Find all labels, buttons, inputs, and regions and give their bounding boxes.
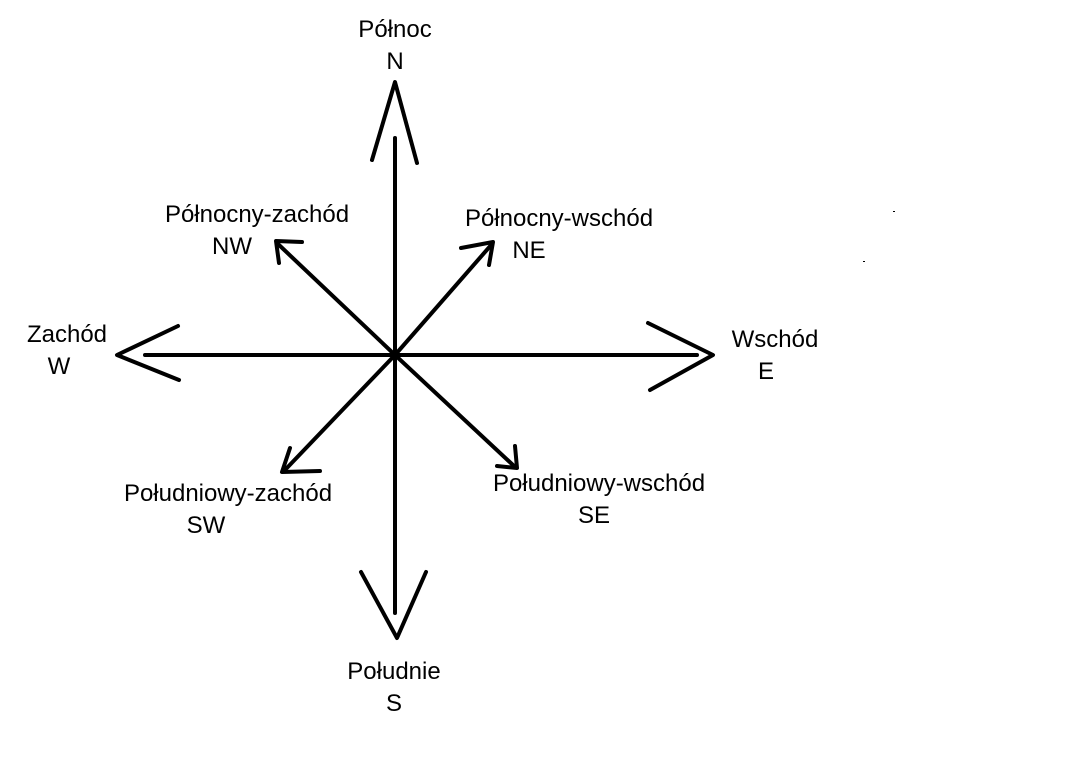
label-northeast: Północny-wschód NE [465,203,653,267]
arrow-southeast [393,353,519,470]
label-east-abbr: E [757,358,775,385]
label-southeast-name: Południowy-wschód [492,470,706,497]
label-south: Południe S [347,656,440,720]
label-southwest-name: Południowy-zachód [123,480,333,507]
label-east-name: Wschód [731,326,819,353]
arrow-east [393,321,715,392]
label-north-name: Północ [358,16,432,43]
arrow-south [359,353,428,640]
label-west: Zachód W [27,319,107,383]
label-southwest: Południowy-zachód SW [124,478,332,542]
label-north: Północ N [358,14,431,78]
label-southwest-abbr: SW [186,512,226,539]
arrow-northeast [393,240,495,357]
label-southeast-abbr: SE [577,502,611,529]
arrow-southwest [280,353,397,474]
label-northwest-name: Północny-zachód [164,201,350,228]
label-east: Wschód E [732,324,819,388]
label-west-abbr: W [47,353,71,380]
label-north-abbr: N [386,48,404,75]
arrow-west [115,324,397,382]
stray-speck [893,211,895,212]
label-northeast-name: Północny-wschód [464,205,654,232]
label-south-name: Południe [347,658,441,685]
label-southeast: Południowy-wschód SE [493,468,705,532]
label-northeast-abbr: NE [512,237,546,264]
label-west-name: Zachód [26,321,108,348]
label-northwest-abbr: NW [212,233,252,260]
arrow-north [370,80,419,357]
label-northwest: Północny-zachód NW [165,199,349,263]
label-south-abbr: S [385,690,403,717]
arrow-northwest [274,239,397,357]
stray-speck [863,261,865,262]
